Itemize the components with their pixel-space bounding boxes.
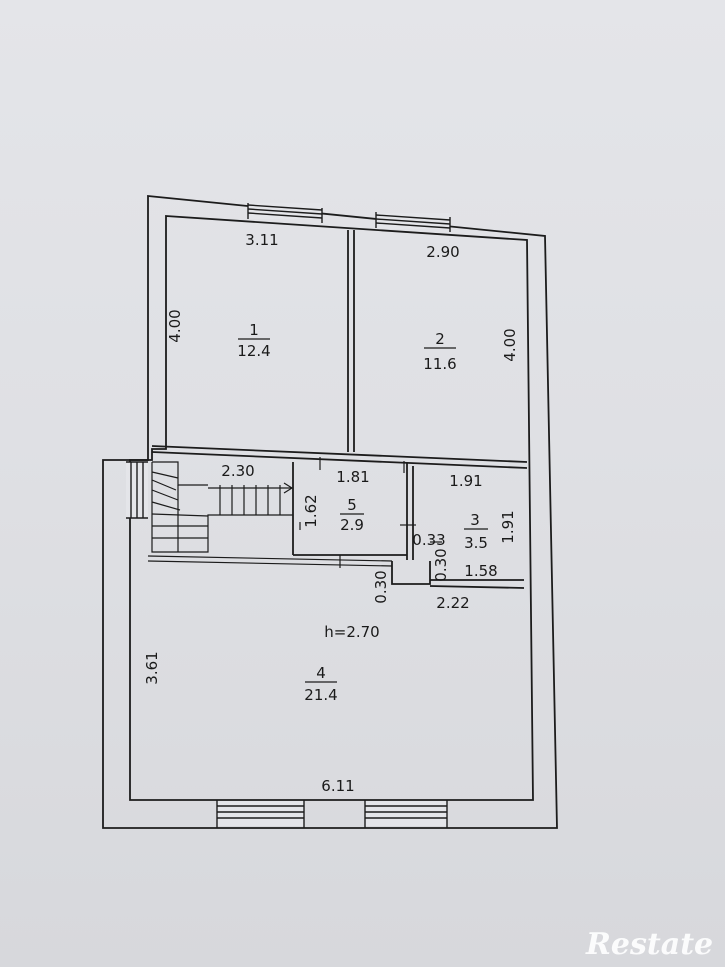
dim-room2-height: 4.00: [501, 328, 519, 361]
restate-watermark: Restate: [585, 927, 713, 962]
room-3-area: 3.5: [464, 534, 488, 552]
room-1-label: 1 12.4: [237, 321, 270, 360]
room-1-number: 1: [249, 321, 259, 339]
staircase: [151, 461, 294, 553]
dim-room1-height: 4.00: [166, 309, 184, 342]
dim-room3-width: 1.91: [449, 472, 482, 490]
dim-nib-030-b: 0.30: [372, 570, 390, 603]
dim-room3-height: 1.91: [499, 510, 517, 543]
room-4-label: h=2.70 4 21.4: [304, 623, 379, 704]
top-window-left: [247, 203, 323, 223]
outer-wall: [102, 195, 558, 829]
dim-room4-width: 6.11: [321, 777, 354, 795]
dim-room1-width: 3.11: [245, 231, 278, 249]
inner-wall: [129, 215, 534, 801]
dim-nib-030-a: 0.30: [432, 548, 450, 581]
room-3-label: 3 3.5: [464, 511, 488, 552]
room-1-area: 12.4: [237, 342, 270, 360]
dim-nib-033: 0.33: [412, 531, 445, 549]
bottom-window-right: [364, 800, 448, 828]
dim-stair-length: 2.30: [221, 462, 254, 480]
top-window-right: [375, 212, 451, 232]
dim-room4-height: 3.61: [143, 651, 161, 684]
room-5-label: 5 2.9: [340, 496, 364, 534]
room-2-label: 2 11.6: [423, 330, 456, 373]
room-3-number: 3: [470, 511, 480, 529]
dim-room2-width: 2.90: [426, 243, 459, 261]
dim-room4-top: 2.22: [436, 594, 469, 612]
room-5-area: 2.9: [340, 516, 364, 534]
partitions: [147, 230, 528, 589]
room-2-area: 11.6: [423, 355, 456, 373]
bottom-window-left: [216, 800, 305, 828]
room-4-number: 4: [316, 664, 326, 682]
side-window-left: [126, 461, 148, 519]
dim-room5-width: 1.81: [336, 468, 369, 486]
dim-room5-height: 1.62: [302, 494, 320, 527]
dim-room3-bottom: 1.58: [464, 562, 497, 580]
room-5-number: 5: [347, 496, 357, 514]
ceiling-height: h=2.70: [324, 623, 379, 641]
room-2-number: 2: [435, 330, 445, 348]
room-4-area: 21.4: [304, 686, 337, 704]
dimension-ticks: [299, 457, 442, 568]
watermark-text: Restate: [585, 927, 713, 962]
